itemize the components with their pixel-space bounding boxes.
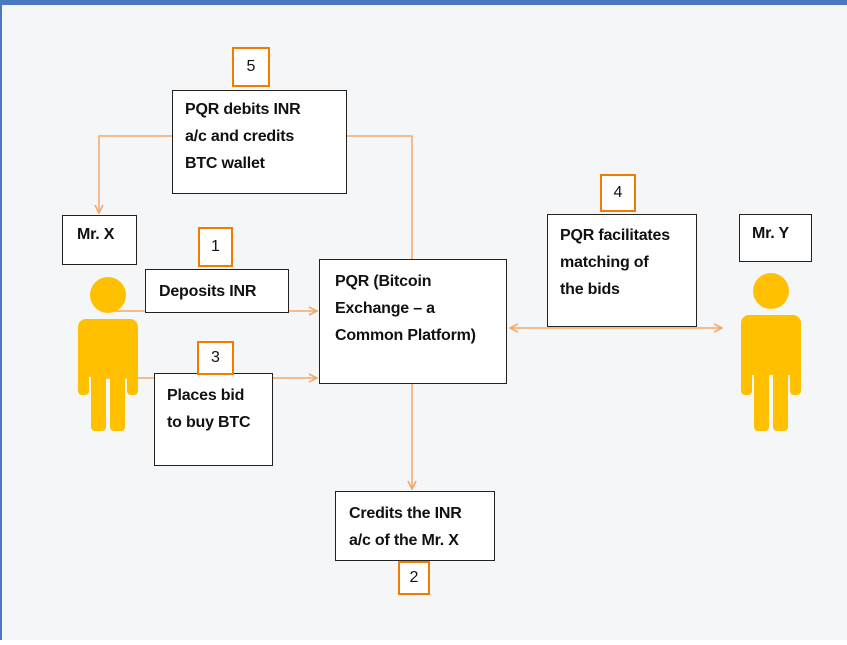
box-deposits-inr: Deposits INR: [145, 269, 289, 313]
actor-label-mr-x: Mr. X: [62, 215, 137, 265]
step-badge-2: 2: [398, 561, 430, 595]
mr-y-person-icon: [738, 271, 804, 438]
box-places-bid: Places bid to buy BTC: [154, 373, 273, 466]
step-badge-3: 3: [197, 341, 234, 375]
box-credits-inr: Credits the INR a/c of the Mr. X: [335, 491, 495, 561]
step-badge-1: 1: [198, 227, 233, 267]
step-badge-4: 4: [600, 174, 636, 212]
actor-label-mr-y: Mr. Y: [739, 214, 812, 262]
box-matching: PQR facilitates matching of the bids: [547, 214, 697, 327]
step-badge-5: 5: [232, 47, 270, 87]
mr-x-person-icon: [76, 275, 142, 438]
arrow-platform-to-mr-x: [99, 135, 413, 263]
box-debit-credit: PQR debits INR a/c and credits BTC walle…: [172, 90, 347, 194]
box-platform: PQR (Bitcoin Exchange – a Common Platfor…: [319, 259, 507, 384]
